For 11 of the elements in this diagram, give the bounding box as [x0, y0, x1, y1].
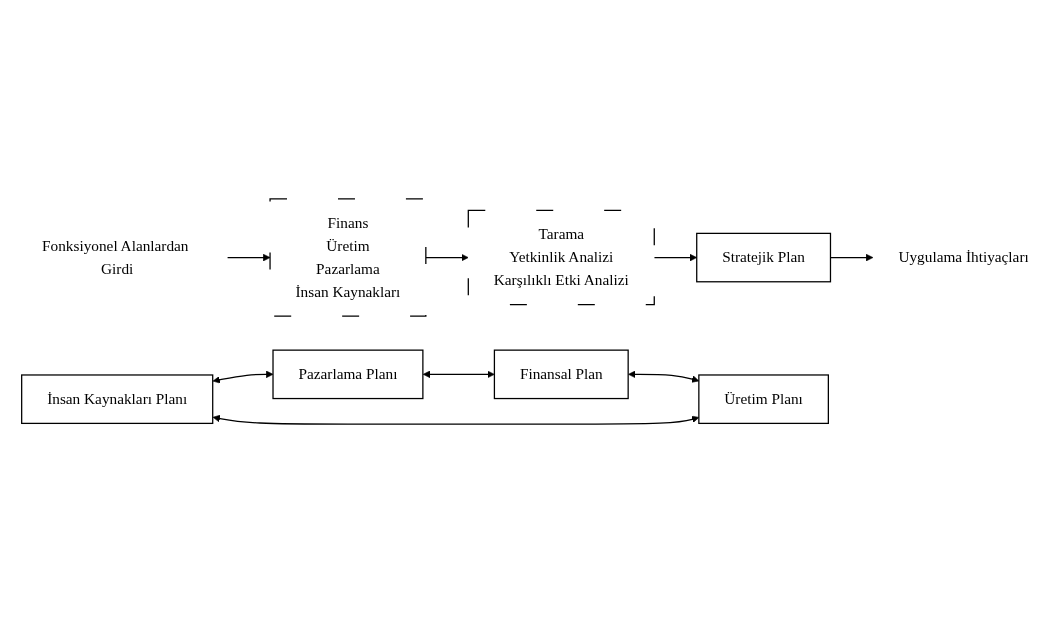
arrow: [422, 370, 495, 379]
node-text: Uygulama İhtiyaçları: [898, 248, 1029, 266]
node-box: Stratejik Plan: [696, 232, 832, 283]
arrow: [226, 253, 271, 262]
node-box: Pazarlama Planı: [272, 349, 424, 400]
node-box: İnsan Kaynakları Planı: [21, 374, 214, 424]
node-box: Finansal Plan: [493, 349, 629, 400]
node-box: Üretim Planı: [698, 374, 829, 424]
node-text: Fonksiyonel Alanlardan Girdi: [42, 237, 189, 278]
arrow: [425, 253, 469, 262]
arrow: [212, 370, 274, 384]
